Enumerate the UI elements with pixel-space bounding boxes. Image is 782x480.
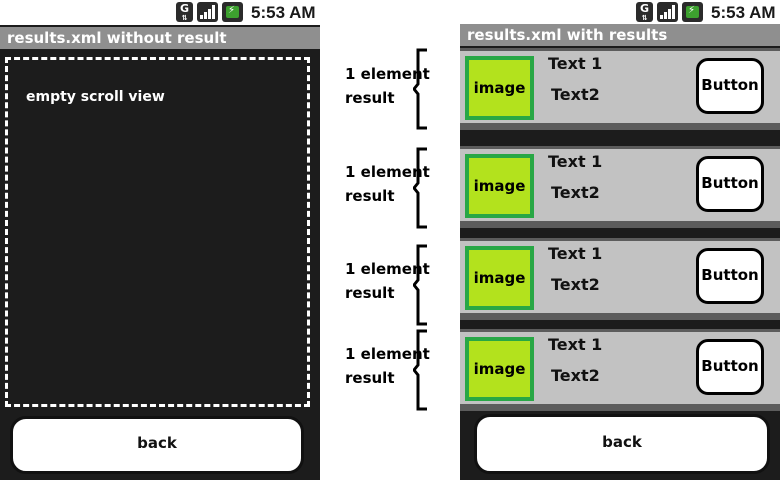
result-text2: Text2	[551, 85, 600, 104]
network-g-icon: G⇅	[636, 2, 653, 22]
list-item[interactable]: image Text 1 Text2 Button	[460, 238, 780, 320]
list-item[interactable]: image Text 1 Text2 Button	[460, 329, 780, 411]
result-image: image	[465, 154, 534, 218]
status-time: 5:53 AM	[711, 3, 776, 22]
result-image: image	[465, 56, 534, 120]
result-button[interactable]: Button	[696, 156, 764, 212]
signal-strength-icon	[657, 2, 678, 22]
back-button[interactable]: back	[474, 414, 770, 474]
bracket-icon	[413, 147, 427, 229]
back-button[interactable]: back	[10, 416, 304, 474]
phone-screen-without-results: G⇅ 5:53 AM results.xml without result em…	[0, 0, 320, 480]
phone-screen-with-results: G⇅ 5:53 AM results.xml with results imag…	[460, 0, 780, 480]
result-image: image	[465, 337, 534, 401]
list-item[interactable]: image Text 1 Text2 Button	[460, 48, 780, 130]
bracket-icon	[413, 244, 427, 326]
screen-title: results.xml without result	[0, 27, 320, 49]
result-text1: Text 1	[548, 244, 603, 263]
battery-icon	[222, 2, 243, 22]
list-item[interactable]: image Text 1 Text2 Button	[460, 146, 780, 228]
annotation-2: 1 element result	[345, 147, 437, 229]
battery-icon	[682, 2, 703, 22]
signal-strength-icon	[197, 2, 218, 22]
annotation-line1: 1 element	[345, 65, 430, 83]
empty-scroll-view[interactable]: empty scroll view	[5, 57, 310, 407]
result-text2: Text2	[551, 183, 600, 202]
annotation-line1: 1 element	[345, 163, 430, 181]
annotation-3: 1 element result	[345, 244, 437, 326]
result-button[interactable]: Button	[696, 339, 764, 395]
result-button[interactable]: Button	[696, 58, 764, 114]
annotation-line2: result	[345, 187, 395, 205]
annotation-line2: result	[345, 369, 395, 387]
status-time: 5:53 AM	[251, 3, 316, 22]
status-bar: G⇅ 5:53 AM	[0, 0, 320, 25]
network-g-icon: G⇅	[176, 2, 193, 22]
empty-scroll-view-label: empty scroll view	[26, 89, 165, 105]
result-text2: Text2	[551, 366, 600, 385]
annotation-line2: result	[345, 284, 395, 302]
bracket-icon	[413, 48, 427, 130]
bracket-icon	[413, 329, 427, 411]
result-text1: Text 1	[548, 54, 603, 73]
result-text1: Text 1	[548, 335, 603, 354]
annotation-4: 1 element result	[345, 329, 437, 411]
annotation-line1: 1 element	[345, 345, 430, 363]
annotation-line1: 1 element	[345, 260, 430, 278]
annotation-1: 1 element result	[345, 48, 437, 130]
result-text2: Text2	[551, 275, 600, 294]
result-button[interactable]: Button	[696, 248, 764, 304]
result-text1: Text 1	[548, 152, 603, 171]
result-image: image	[465, 246, 534, 310]
annotation-line2: result	[345, 89, 395, 107]
screen-title: results.xml with results	[460, 24, 780, 46]
status-bar: G⇅ 5:53 AM	[460, 0, 780, 25]
